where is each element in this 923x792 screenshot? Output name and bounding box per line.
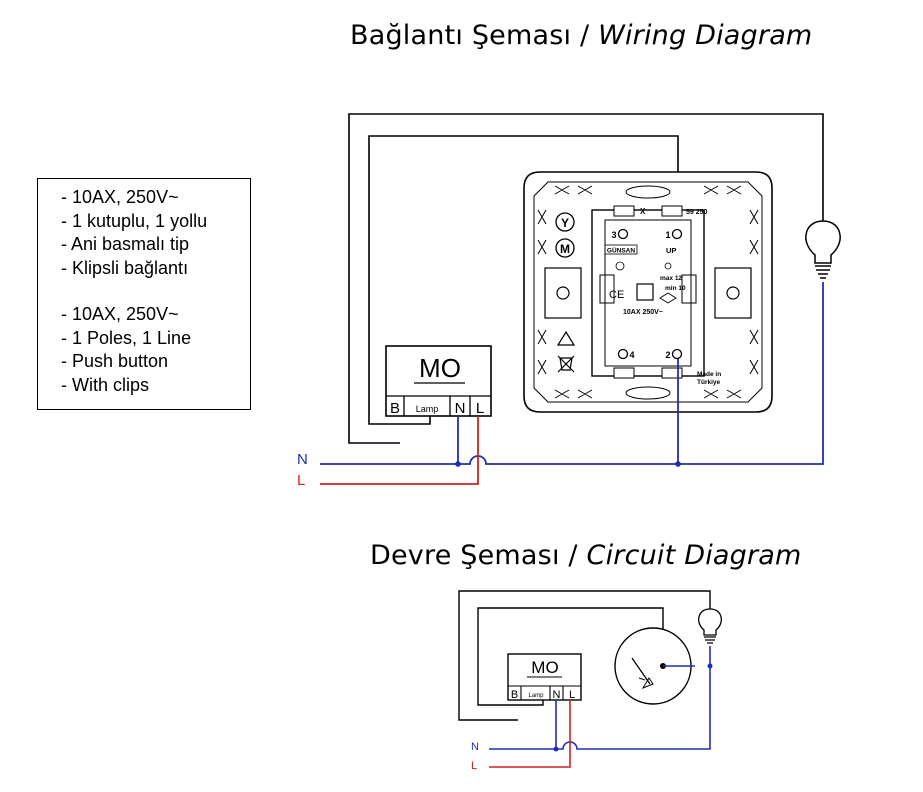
circuit-module-name: MO: [531, 658, 558, 677]
terminal-1-label: 1: [665, 230, 670, 240]
weee-bin-icon: [557, 355, 575, 373]
badge-y-label: Y: [561, 216, 569, 230]
push-button-symbol: [614, 627, 695, 705]
wiring-diagram-title: Bağlantı Şeması / Wiring Diagram: [350, 20, 812, 51]
spec-box: - 10AX, 250V~ - 1 kutuplu, 1 yollu - Ani…: [37, 178, 251, 410]
brand-label: GÜNSAN: [607, 246, 635, 255]
spec-tr-2: - 1 kutuplu, 1 yollu: [61, 210, 208, 231]
circuit-wire-lamp-to-switch: [477, 607, 664, 706]
min-label: min 10: [665, 285, 686, 292]
spec-tr-1: - 10AX, 250V~: [61, 187, 179, 207]
circuit-title-tr: Devre Şeması /: [370, 540, 587, 571]
certification-icon: [659, 292, 677, 304]
up-label: UP: [666, 246, 676, 255]
terminal-b: B: [390, 400, 400, 417]
terminal-lamp: Lamp: [416, 404, 439, 414]
spec-tr-3: - Ani basmalı tip: [61, 234, 190, 254]
circuit-neutral-label: N: [471, 741, 479, 753]
circuit-terminal-n: N: [553, 689, 561, 701]
circuit-terminal-lamp: Lamp: [528, 693, 544, 699]
circuit-live-label: L: [471, 760, 477, 772]
spec-en-3: - Push button: [61, 351, 169, 371]
rating-label: 10AX 250V~: [623, 309, 663, 316]
circuit-neutral-wire: [489, 646, 711, 750]
neutral-label: N: [297, 451, 308, 468]
circuit-terminal-b: B: [511, 689, 518, 701]
module-name: MO: [419, 353, 461, 383]
circuit-live-wire: [489, 700, 571, 768]
clock-icon: [615, 261, 625, 271]
module-box: MO B Lamp N L: [385, 345, 492, 417]
turkiye-label: Türkiye: [697, 379, 721, 386]
terminal-2-label: 2: [665, 350, 670, 360]
lamp-icon: [805, 220, 841, 279]
live-wire: [320, 416, 479, 485]
spec-en-2: - 1 Poles, 1 Line: [61, 327, 192, 348]
circuit-diagram-title: Devre Şeması / Circuit Diagram: [370, 540, 802, 571]
wire-b-to-lamp: [348, 113, 824, 444]
wire-lamp-to-switch: [368, 135, 679, 425]
recycle-icon: [556, 330, 576, 346]
badge-y: [555, 212, 575, 232]
terminal-3-label: 3: [611, 230, 616, 240]
wiring-title-tr: Bağlantı Şeması /: [350, 20, 599, 51]
model-number: 59 250: [686, 209, 708, 216]
ce-mark: CE: [609, 289, 624, 301]
live-label: L: [297, 472, 305, 489]
circuit-module-box: MO B Lamp N L: [507, 653, 582, 701]
spec-en-1: - 10AX, 250V~: [61, 304, 179, 324]
spec-en-4: - With clips: [61, 374, 150, 395]
badge-m-label: M: [560, 242, 570, 256]
spec-tr-4: - Klipsli bağlantı: [61, 257, 189, 278]
circuit-lamp-icon: [698, 608, 722, 644]
terminal-4-label: 4: [629, 350, 634, 360]
terminal-l: L: [476, 400, 484, 417]
switch-mechanism: Y M 3 1 4 2 X 59 250 GÜNSAN UP max 12 mi…: [523, 171, 773, 413]
circuit-title-en: Circuit Diagram: [586, 540, 802, 571]
badge-m: [555, 238, 575, 258]
neutral-wire: [320, 282, 824, 465]
wiring-diagram: Y M 3 1 4 2 X 59 250 GÜNSAN UP max 12 mi…: [297, 113, 841, 489]
circuit-diagram: MO B Lamp N L N L: [458, 590, 722, 772]
max-label: max 12: [660, 275, 682, 282]
circuit-wire-b-to-lamp: [458, 590, 711, 721]
terminal-n: N: [455, 400, 466, 417]
wiring-title-en: Wiring Diagram: [598, 20, 813, 51]
made-in-label: Made in: [697, 371, 721, 378]
circuit-terminal-l: L: [569, 689, 575, 701]
x-mark: X: [640, 207, 646, 216]
